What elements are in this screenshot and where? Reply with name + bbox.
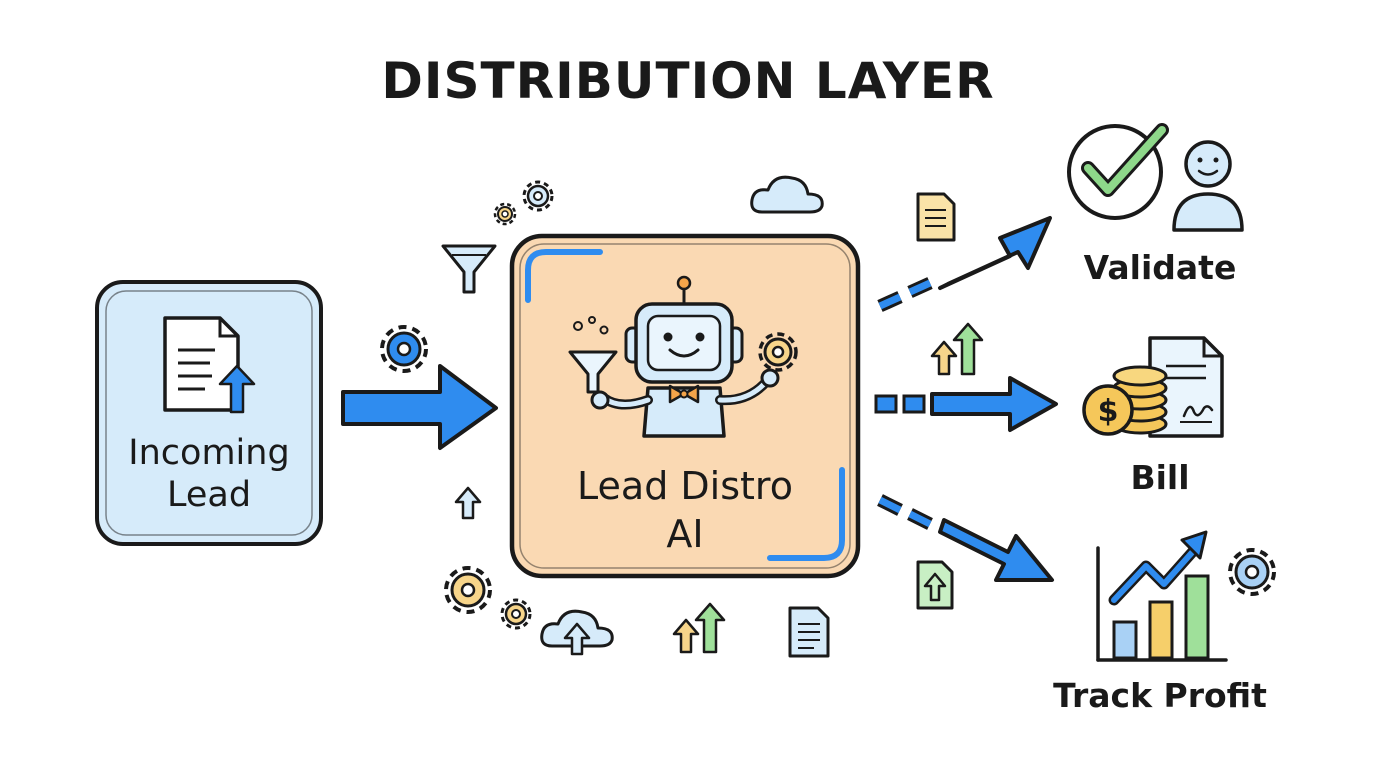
- person-icon: [1172, 140, 1244, 232]
- up-arrows-icon: [930, 322, 984, 376]
- incoming-lead-label-line1: Incoming: [128, 433, 290, 473]
- input-to-core-arrow: [341, 364, 498, 450]
- core-to-validate-arrow: [877, 216, 1052, 312]
- document-icon: [916, 192, 956, 242]
- checkmark-circle-icon: [1067, 123, 1169, 220]
- gear-icon: [493, 202, 517, 226]
- gear-icon: [1228, 548, 1276, 596]
- lead-distro-ai-node: [509, 233, 861, 579]
- up-arrow-icon: [454, 486, 482, 520]
- gear-icon: [444, 566, 492, 614]
- lead-distro-ai-label-line2: AI: [666, 512, 704, 556]
- bill-label: Bill: [1130, 458, 1190, 497]
- gear-icon: [522, 180, 554, 212]
- incoming-lead-label: Incoming Lead: [97, 432, 321, 516]
- document-upload-icon: [163, 316, 256, 414]
- core-to-bill-arrow: [874, 376, 1058, 432]
- contract-icon: [1148, 336, 1224, 438]
- document-icon: [788, 606, 830, 658]
- track-profit-label: Track Profit: [1053, 676, 1267, 715]
- robot-icon: [590, 275, 780, 438]
- validate-label: Validate: [1083, 248, 1237, 287]
- funnel-icon: [441, 244, 497, 294]
- incoming-lead-label-line2: Lead: [166, 475, 252, 515]
- document-upload-icon: [916, 560, 954, 610]
- gear-icon: [758, 332, 798, 372]
- bar-chart-growth-icon: [1096, 530, 1228, 662]
- lead-distro-ai-label-line1: Lead Distro: [577, 464, 793, 508]
- core-to-track-profit-arrow: [877, 494, 1054, 582]
- diagram-title: DISTRIBUTION LAYER: [381, 52, 995, 110]
- coin-stack-icon: $: [1082, 365, 1168, 436]
- funnel-icon: [568, 316, 618, 394]
- up-arrows-icon: [672, 602, 726, 654]
- cloud-icon: [750, 175, 824, 214]
- gear-icon: [500, 598, 532, 630]
- svg-text:$: $: [1098, 394, 1119, 429]
- lead-distro-ai-label: Lead Distro AI: [512, 462, 858, 558]
- cloud-upload-icon: [540, 609, 614, 656]
- incoming-lead-node: [95, 280, 323, 546]
- gear-icon: [380, 325, 428, 373]
